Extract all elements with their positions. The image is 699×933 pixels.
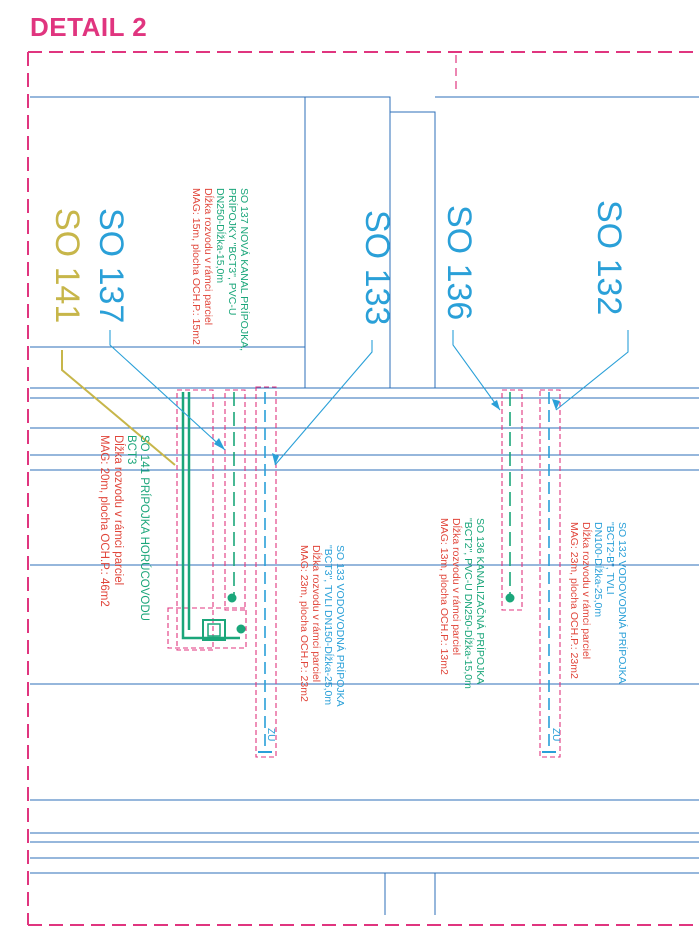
site-boundary [27,51,699,926]
note-so137-line3: DN250-Dĺžka-15,0m [213,188,226,284]
label-so137: SO 137 [92,208,130,324]
note-so132: SO 132 VODOVODNÁ PRÍPOJKA "BCT2-B", TVLI… [568,522,628,684]
note-so133: SO 133 VODOVODNÁ PRÍPOJKA "BCT3", TVLI D… [298,545,346,707]
label-so141: SO 141 [48,208,86,324]
note-so137-red1: Dĺžka rozvodu v rámci parciel [201,188,214,326]
sewer-pipes [181,392,515,641]
note-so133-line2: "BCT3", TVLI DN150-Dĺžka-25,0m [321,545,334,706]
label-so132: SO 132 [590,200,628,316]
note-so136-line2: "BCT2", PVC-U DN250-Dĺžka-15,0m [461,518,474,689]
note-so137-line1: SO 137 NOVÁ KANAL PRÍPOJKA, [238,188,250,352]
note-so132-line2: "BCT2-B", TVLI [603,522,616,595]
water-pipes [264,392,550,750]
note-so137: SO 137 NOVÁ KANAL PRÍPOJKA, PRÍPOJKY "BC… [190,188,250,351]
note-so136-red1: Dĺžka rozvodu v rámci parciel [449,518,462,656]
note-so141-red2: MAG: 20m, plocha OCH.P.: 46m2 [98,435,111,607]
note-so136-red2: MAG: 13m, plocha OCH.P.: 13m2 [437,518,450,675]
note-so141-red1: Dĺžka rozvodu v rámci parciel [111,435,124,586]
note-so137-line2: PRÍPOJKY "BCT3", PVC-U [225,188,238,316]
leader-arrowheads [214,399,560,465]
leader-lines [109,330,629,466]
note-so137-red2: MAG: 15m, plocha OCH.P.: 15m2 [189,188,202,345]
utility-corridors [167,386,561,758]
note-so136: SO 136 KANALIZAČNÁ PRÍPOJKA "BCT2", PVC-… [438,518,486,689]
label-so133: SO 133 [358,210,396,326]
note-so141-line2: BCT3 [124,435,137,465]
note-so141-line1: SO 141 PRÍPOJKA HORÚCOVODU [138,435,150,621]
note-so132-red2: MAG: 23m, plocha OCH.P.: 23m2 [567,522,580,679]
heating-pipe-so141 [61,350,176,466]
building-outlines [30,96,699,915]
note-so141: SO 141 PRÍPOJKA HORÚCOVODU BCT3 Dĺžka ro… [97,435,150,621]
label-so136: SO 136 [440,205,478,321]
note-so133-red1: Dĺžka rozvodu v rámci parciel [309,545,322,683]
note-so133-red2: MAG: 23m, plocha OCH.P.: 23m2 [297,545,310,702]
note-so132-line1: SO 132 VODOVODNÁ PRÍPOJKA [616,522,628,684]
note-so136-line1: SO 136 KANALIZAČNÁ PRÍPOJKA [474,518,486,685]
marker-zu-so132: ZU [550,728,561,742]
marker-zu-so133: ZU [265,728,276,742]
note-so133-line1: SO 133 VODOVODNÁ PRÍPOJKA [334,545,346,707]
note-so132-red1: Dĺžka rozvodu v rámci parciel [579,522,592,660]
note-so132-line3: DN100-Dĺžka-25,0m [591,522,604,618]
detail-title: DETAIL 2 [30,12,148,42]
